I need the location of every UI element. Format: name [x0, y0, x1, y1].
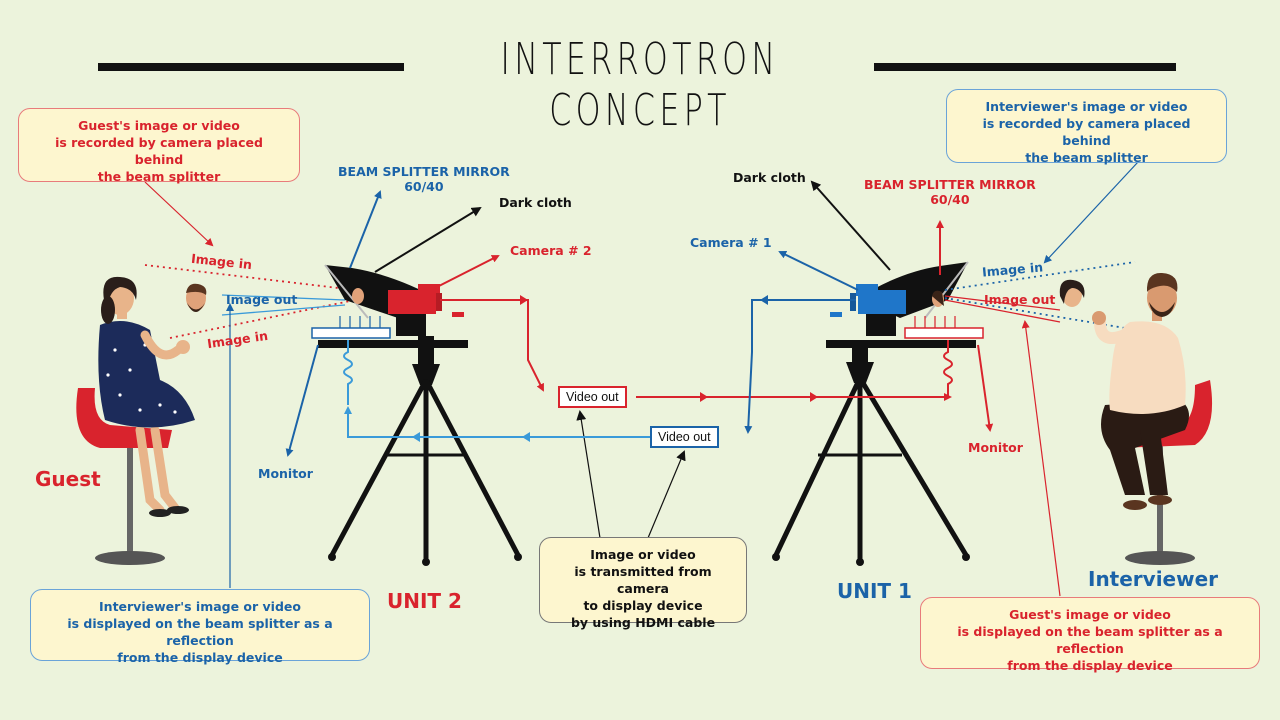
- interviewer-image-in-line-top: [944, 261, 1136, 291]
- note-line: from the display device: [117, 650, 283, 665]
- label-line: 60/40: [930, 192, 970, 207]
- note-line: is recorded by camera placed behind: [982, 116, 1191, 148]
- unit2-rig: [311, 264, 522, 566]
- note-line: to display device: [583, 598, 703, 613]
- red-video-path: [440, 299, 544, 392]
- guest-figure: [76, 276, 195, 565]
- label-camera2: Camera # 2: [510, 243, 592, 258]
- arrow-monitor-left: [285, 344, 319, 457]
- note-line: the beam splitter: [97, 169, 221, 184]
- interviewer-image-in-line-bottom: [944, 297, 1126, 329]
- label-dark-cloth-left: Dark cloth: [499, 195, 572, 210]
- interviewer-image-out-line-2: [944, 299, 1061, 323]
- guest-image-out-line: [221, 294, 346, 301]
- label-line: BEAM SPLITTER MIRROR: [864, 177, 1036, 192]
- note-line: is recorded by camera placed behind: [55, 135, 263, 167]
- note-guest-recorded: Guest's image or video is recorded by ca…: [18, 108, 300, 184]
- label-beam-splitter-left: BEAM SPLITTER MIRROR 60/40: [338, 164, 510, 194]
- note-line: by using HDMI cable: [570, 615, 716, 630]
- note-hdmi: Image or video is transmitted from camer…: [539, 537, 747, 630]
- label-unit1: UNIT 1: [837, 579, 912, 603]
- pointer-hdmi-red: [576, 410, 601, 539]
- blue-video-path: [744, 299, 856, 434]
- note-line: is displayed on the beam splitter as a r…: [67, 616, 333, 648]
- pointer-hdmi-blue: [647, 450, 686, 539]
- arrow-camera1: [778, 251, 859, 291]
- note-line: Interviewer's image or video: [985, 99, 1188, 114]
- note-interviewer-recorded: Interviewer's image or video is recorded…: [946, 89, 1227, 165]
- arrow-dark-cloth-left: [374, 206, 482, 273]
- label-camera1: Camera # 1: [690, 235, 772, 250]
- guest-image-out-line-2: [221, 304, 346, 316]
- pointer-interviewer-recorded: [1043, 161, 1139, 264]
- note-guest-displayed: Guest's image or video is displayed on t…: [920, 597, 1260, 673]
- label-line: BEAM SPLITTER MIRROR: [338, 164, 510, 179]
- label-monitor-right: Monitor: [968, 440, 1023, 455]
- label-monitor-left: Monitor: [258, 466, 313, 481]
- label-guest: Guest: [35, 467, 101, 491]
- label-dark-cloth-right: Dark cloth: [733, 170, 806, 185]
- pointer-guest-displayed: [1021, 320, 1061, 597]
- note-line: Image or video: [590, 547, 696, 562]
- note-line: Interviewer's image or video: [99, 599, 301, 614]
- note-line: Guest's image or video: [1009, 607, 1171, 622]
- label-line: 60/40: [404, 179, 444, 194]
- page-title: INTERROTRON CONCEPT: [500, 34, 780, 136]
- label-image-out-left: Image out: [226, 292, 298, 307]
- interviewer-face-thumbnail: [186, 283, 207, 312]
- note-line: the beam splitter: [1025, 150, 1148, 165]
- video-out-box-blue: Video out: [650, 426, 719, 448]
- pointer-guest-recorded: [144, 181, 214, 247]
- unit1-rig: [772, 261, 984, 566]
- note-line: is displayed on the beam splitter as a r…: [957, 624, 1223, 656]
- arrow-monitor-right: [977, 344, 994, 432]
- interviewer-figure: [1092, 272, 1213, 565]
- label-unit2: UNIT 2: [387, 589, 462, 613]
- video-out-box-red: Video out: [558, 386, 627, 408]
- guest-face-thumbnail: [1059, 279, 1085, 307]
- label-beam-splitter-right: BEAM SPLITTER MIRROR 60/40: [864, 177, 1036, 207]
- label-interviewer: Interviewer: [1088, 567, 1219, 591]
- interviewer-image-out-line: [944, 295, 1061, 311]
- label-image-out-right: Image out: [984, 292, 1056, 307]
- note-line: from the display device: [1007, 658, 1173, 673]
- note-line: Guest's image or video: [78, 118, 240, 133]
- blue-video-path-2: [344, 406, 650, 438]
- arrow-dark-cloth-right: [810, 180, 891, 271]
- note-line: is transmitted from camera: [574, 564, 712, 596]
- note-interviewer-displayed: Interviewer's image or video is displaye…: [30, 589, 370, 665]
- title-bar-left: [98, 63, 404, 71]
- arrow-camera2: [434, 255, 500, 289]
- title-bar-right: [874, 63, 1176, 71]
- arrow-beam-splitter-left: [349, 190, 382, 269]
